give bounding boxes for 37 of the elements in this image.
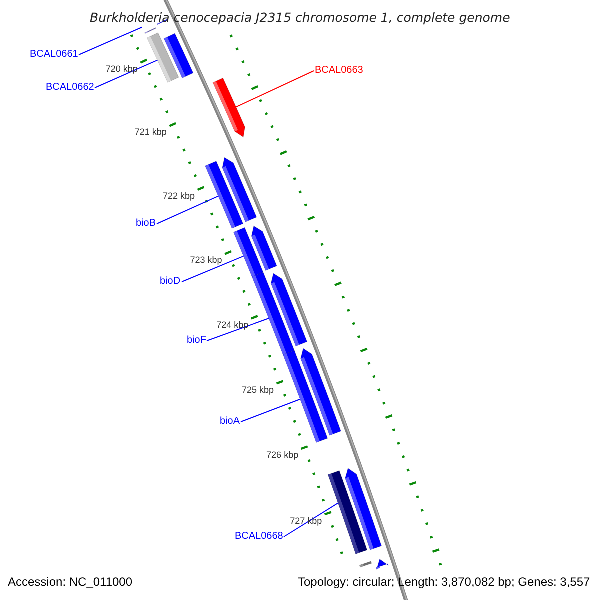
gene-bar bbox=[270, 273, 308, 347]
genome-stats-note: Topology: circular; Length: 3,870,082 bp; Genes: 3,557 bbox=[298, 576, 590, 588]
leader-line bbox=[284, 502, 339, 538]
gene-bar bbox=[144, 28, 156, 34]
gene-label: BCAL0668 bbox=[235, 532, 284, 542]
leader-line bbox=[206, 318, 270, 342]
scale-label: 723 kbp bbox=[190, 256, 222, 266]
gene-bar bbox=[251, 226, 278, 272]
gene-label: bioD bbox=[160, 277, 181, 287]
gene-bar bbox=[359, 561, 372, 568]
gene-label: BCAL0663 bbox=[315, 66, 364, 76]
gene-bar bbox=[300, 348, 342, 436]
gene-label: bioA bbox=[220, 417, 240, 427]
leader-line bbox=[182, 256, 244, 282]
gene-bar bbox=[212, 78, 246, 138]
scale-label: 725 kbp bbox=[242, 386, 274, 395]
gene-bar bbox=[164, 33, 194, 79]
leader-line bbox=[156, 196, 219, 224]
leader-line bbox=[94, 60, 158, 88]
gene-bar bbox=[222, 157, 258, 222]
map-title: Burkholderia cenocepacia J2315 chromosome 1, complete genome bbox=[90, 12, 510, 24]
gene-label: bioB bbox=[136, 219, 156, 229]
gene-label: BCAL0662 bbox=[46, 83, 94, 93]
scale-label: 724 kbp bbox=[216, 320, 249, 330]
accession-note: Accession: NC_011000 bbox=[8, 576, 133, 588]
scale-label: 722 kbp bbox=[163, 192, 196, 202]
gene-bar bbox=[345, 468, 382, 550]
leader-line bbox=[240, 398, 301, 422]
gene-bar bbox=[376, 558, 389, 570]
leader-line bbox=[236, 70, 314, 108]
gene-label: BCAL0661 bbox=[30, 50, 78, 60]
scale-label: 727 kbp bbox=[290, 516, 322, 526]
gene-label: bioF bbox=[187, 336, 206, 346]
leader-line bbox=[78, 26, 143, 56]
scale-label: 726 kbp bbox=[266, 451, 299, 460]
scale-label: 721 kbp bbox=[134, 128, 167, 138]
scale-label: 720 kbp bbox=[106, 64, 138, 74]
